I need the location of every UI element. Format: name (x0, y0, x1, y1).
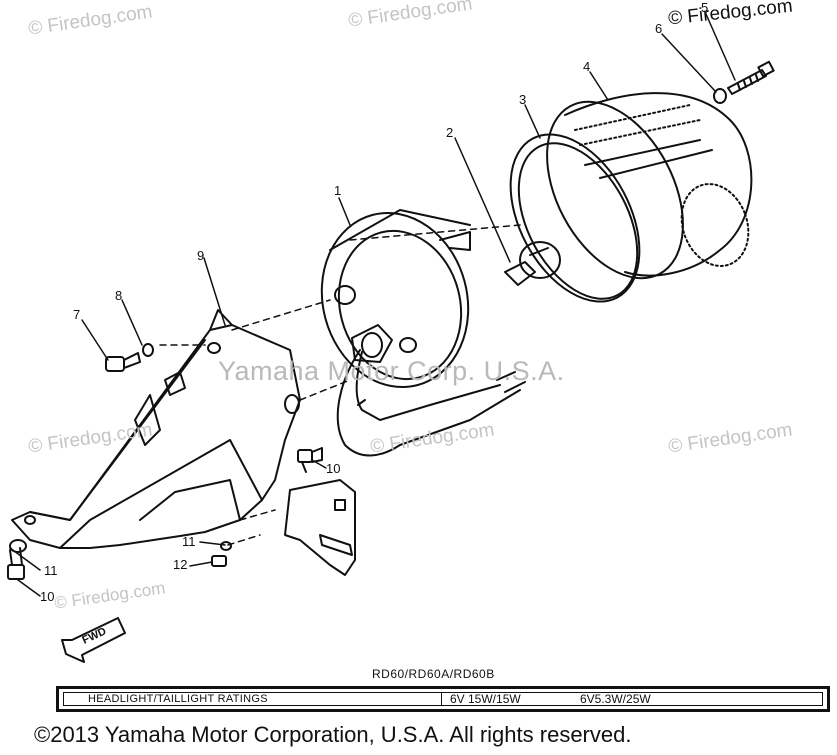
center-watermark: Yamaha Motor Corp. U.S.A. (218, 356, 565, 386)
callout-9: 9 (197, 248, 205, 263)
callout-10-lower: 10 (40, 589, 55, 604)
bolt-part-10-upper (297, 447, 323, 473)
callout-6: 6 (655, 21, 663, 36)
washer-part-6 (713, 88, 727, 104)
callout-7: 7 (73, 307, 81, 322)
callout-3: 3 (519, 92, 527, 107)
ring-part-3 (509, 133, 641, 303)
callout-2: 2 (446, 125, 454, 140)
ratings-value-1: 6V 15W/15W (450, 692, 521, 706)
housing-part-1 (320, 209, 526, 457)
callout-12: 12 (173, 557, 188, 572)
lens-part-4 (546, 92, 753, 280)
callout-11-center: 11 (182, 534, 196, 549)
callout-5: 5 (701, 0, 709, 15)
callout-11-left: 11 (44, 563, 58, 578)
copyright-line: ©2013 Yamaha Motor Corporation, U.S.A. A… (34, 722, 632, 747)
nut-part-12 (211, 555, 227, 567)
screw-part-5 (727, 60, 775, 95)
callout-4: 4 (583, 59, 591, 74)
ratings-value-2: 6V5.3W/25W (580, 692, 651, 706)
bolt-part-7 (105, 352, 141, 372)
washer-part-8 (142, 343, 154, 357)
washer-part-11 (220, 541, 232, 551)
callout-1: 1 (334, 183, 342, 198)
callout-10-upper: 10 (326, 461, 341, 476)
bracket-part-9 (11, 309, 356, 576)
callout-8: 8 (115, 288, 123, 303)
bolt-part-10-lower (7, 539, 27, 580)
ratings-row: HEADLIGHT/TAILLIGHT RATINGS 6V 15W/15W 6… (63, 692, 823, 706)
ratings-label: HEADLIGHT/TAILLIGHT RATINGS (64, 693, 442, 705)
fwd-arrow-icon (61, 617, 126, 663)
ratings-table: HEADLIGHT/TAILLIGHT RATINGS 6V 15W/15W 6… (56, 686, 830, 712)
model-label: RD60/RD60A/RD60B (372, 667, 495, 681)
